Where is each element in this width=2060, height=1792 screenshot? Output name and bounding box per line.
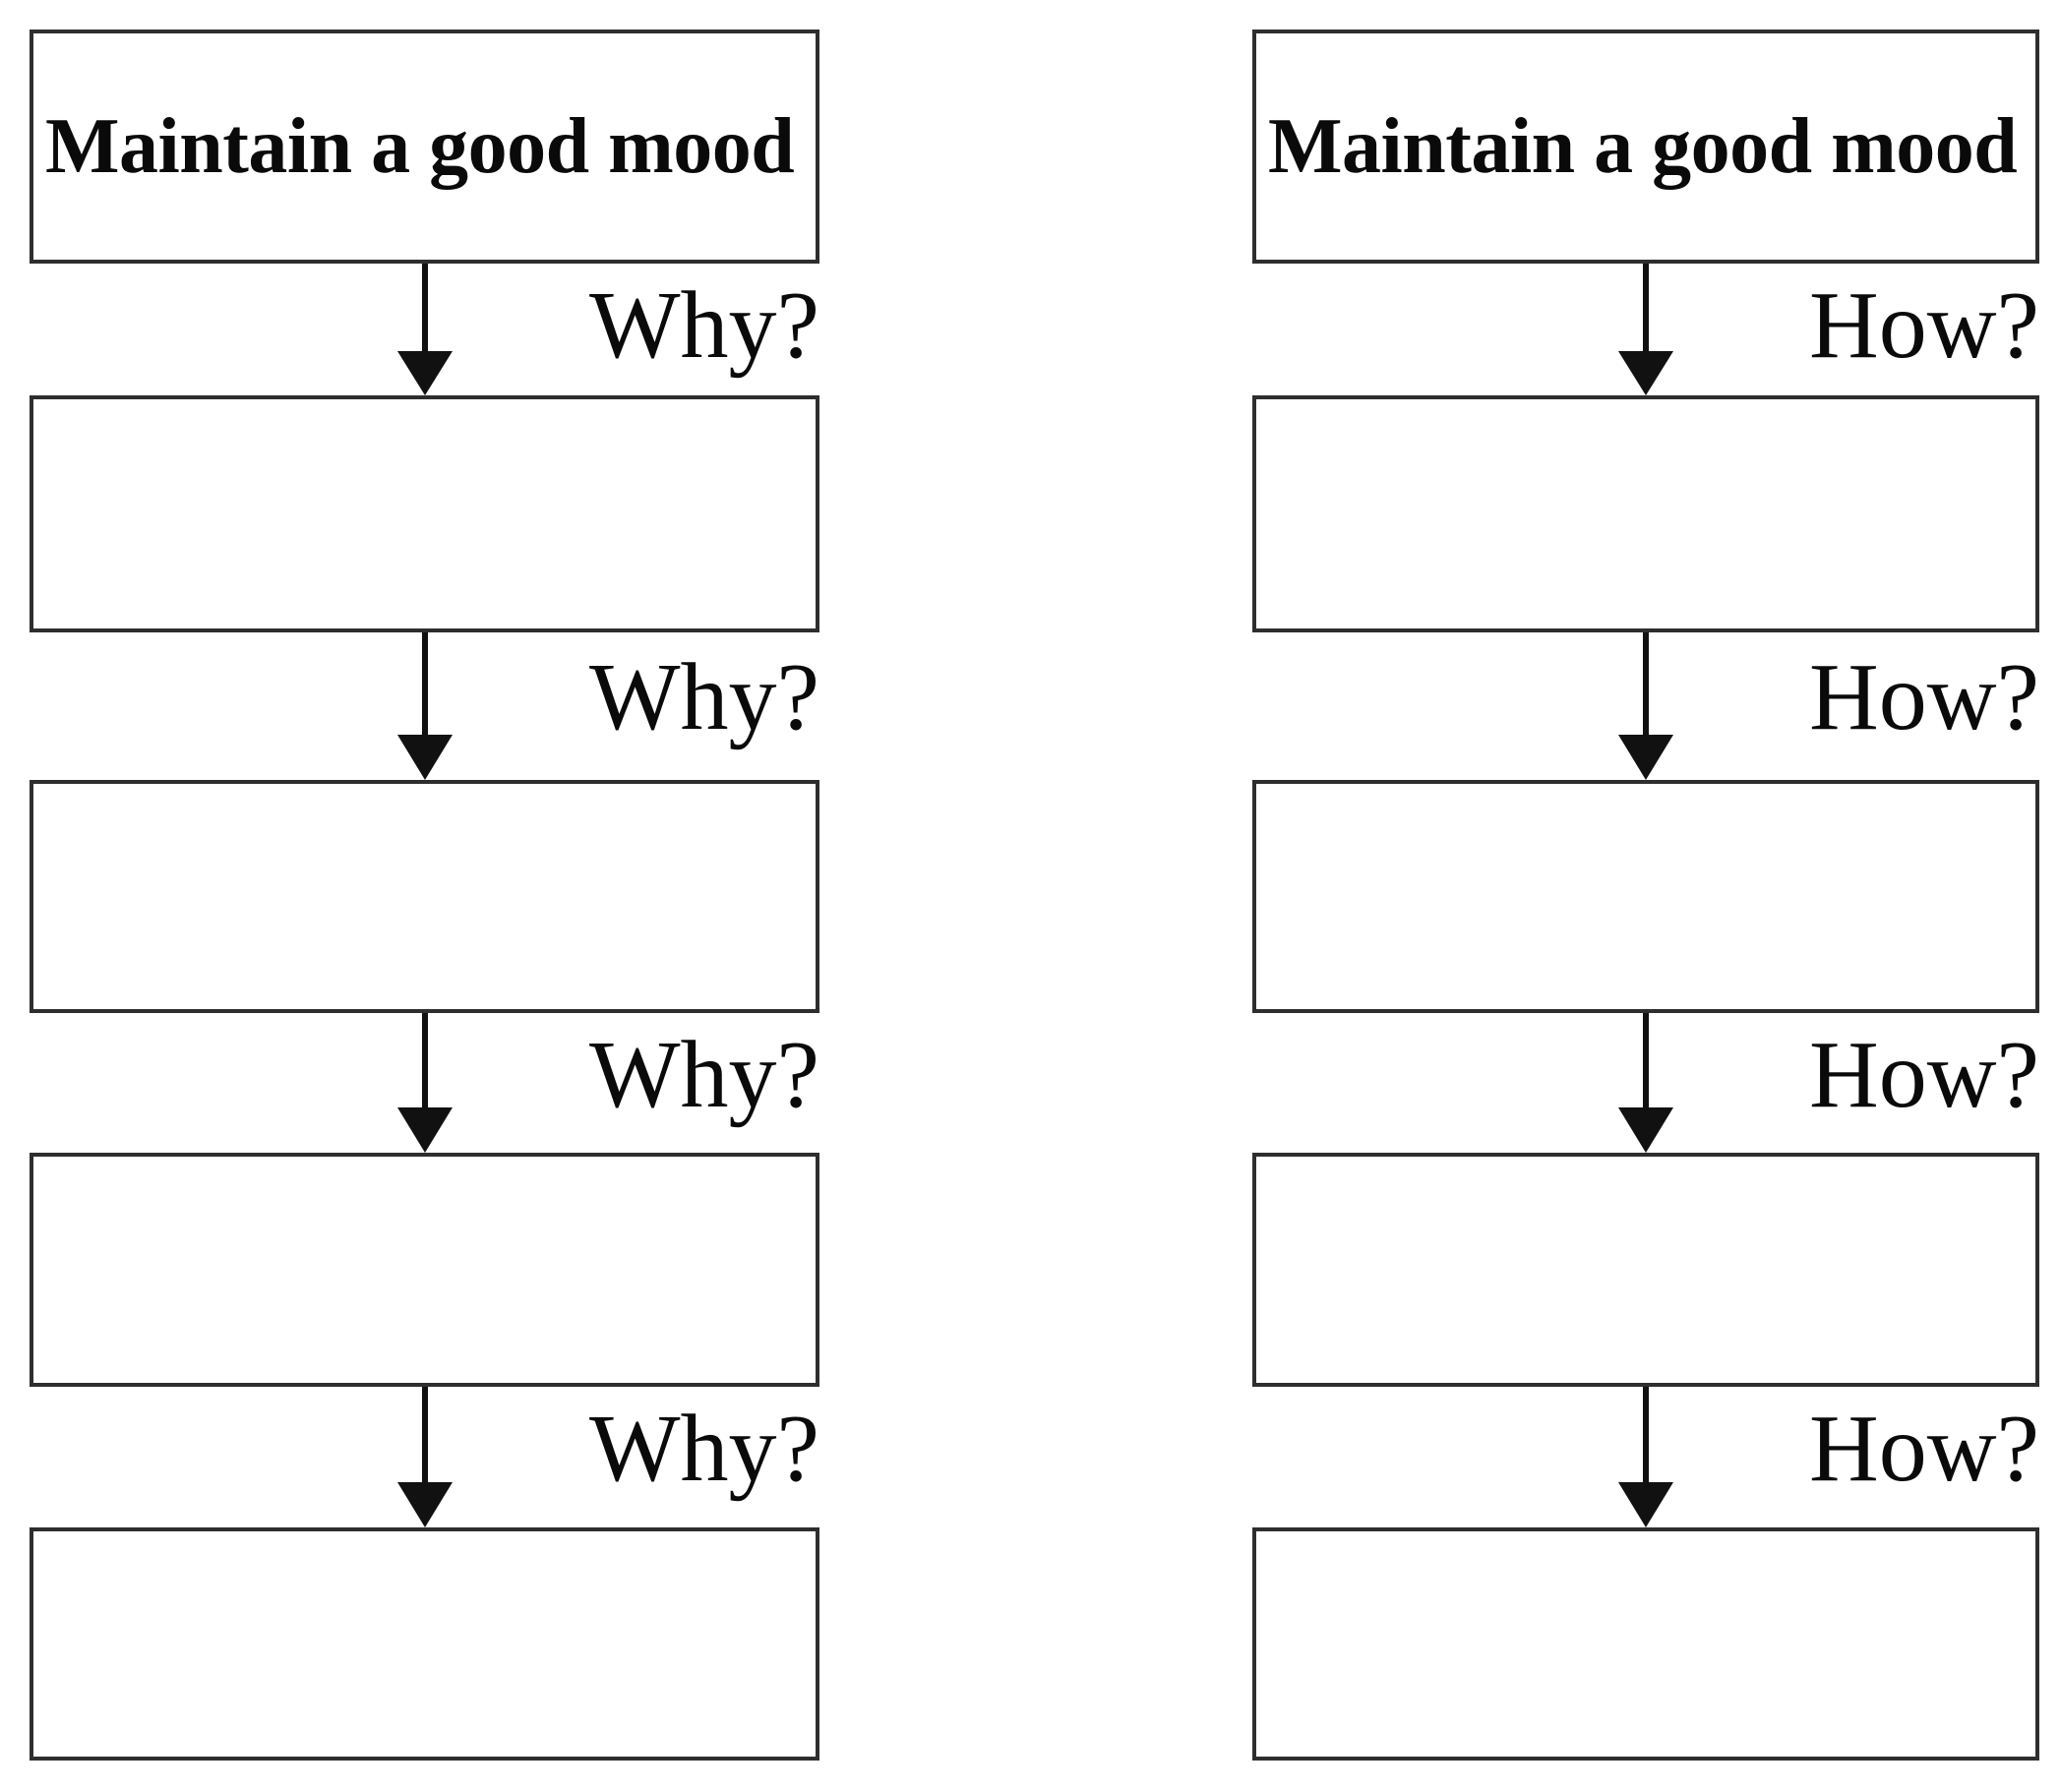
why-connector-3-arrow [396,1013,454,1153]
why-connector-1-label: Why? [589,272,819,379]
how-connector-2-label: How? [1808,644,2039,750]
how-connector-3-label: How? [1808,1022,2039,1128]
how-connector-1-label: How? [1808,272,2039,379]
why-connector-4-arrow [396,1387,454,1527]
why-box-2[interactable] [30,395,819,632]
how-ladder-column: Maintain a good mood How? How? [1030,0,2060,1792]
how-connector-1-arrow [1617,264,1674,395]
how-box-1-label: Maintain a good mood [1268,103,2018,190]
why-connector-4-label: Why? [589,1396,819,1502]
how-box-3[interactable] [1252,780,2039,1013]
why-connector-3-label: Why? [589,1022,819,1128]
how-box-1[interactable]: Maintain a good mood [1252,30,2039,264]
why-box-1-label: Maintain a good mood [45,103,795,190]
how-connector-2-arrow [1617,632,1674,780]
how-connector-4-label: How? [1808,1396,2039,1502]
how-connector-4-arrow [1617,1387,1674,1527]
why-box-3[interactable] [30,780,819,1013]
how-connector-3-arrow [1617,1013,1674,1153]
why-connector-2-label: Why? [589,644,819,750]
why-ladder-column: Maintain a good mood Why? Why? [30,30,819,1761]
why-box-4[interactable] [30,1153,819,1387]
why-connector-1-arrow [396,264,454,395]
why-box-1[interactable]: Maintain a good mood [30,30,819,264]
how-box-2[interactable] [1252,395,2039,632]
how-box-5[interactable] [1252,1527,2039,1761]
why-connector-2-arrow [396,632,454,780]
why-box-5[interactable] [30,1527,819,1761]
how-box-4[interactable] [1252,1153,2039,1387]
